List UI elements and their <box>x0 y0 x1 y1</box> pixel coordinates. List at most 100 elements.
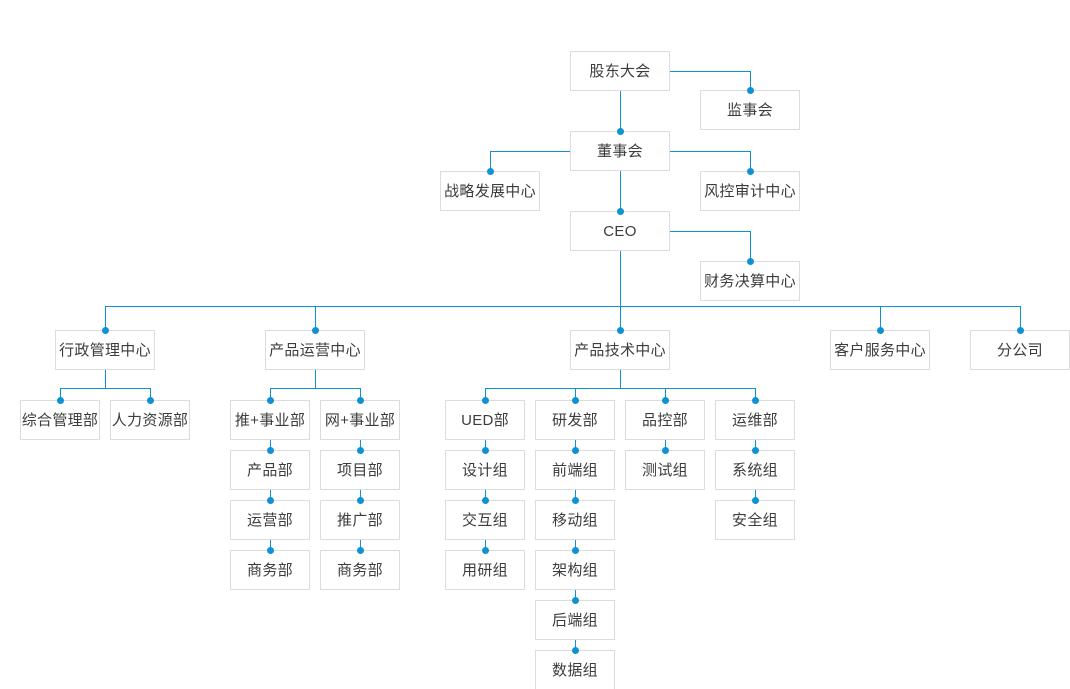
connector-design-group-to-interaction-group <box>485 490 486 500</box>
connector-admin-to-hr <box>150 388 151 400</box>
node-promotion-dept[interactable]: 推广部 <box>320 500 400 540</box>
node-product-operations-center-label: 产品运营中心 <box>269 341 361 359</box>
connector-admin-to-general-admin <box>60 388 61 400</box>
connector-dot-general-admin-dept <box>56 396 64 404</box>
connector-dot-architecture-group <box>571 546 579 554</box>
node-ued-dept-label: UED部 <box>461 411 509 429</box>
node-strategy-development-center-label: 战略发展中心 <box>444 182 536 200</box>
node-data-group[interactable]: 数据组 <box>535 650 615 689</box>
connector-bus-to-customer-service-center <box>880 306 881 330</box>
connector-bus-to-branch-company <box>1020 306 1021 330</box>
connector-product-ops-bus <box>270 388 360 389</box>
connector-board-to-ceo <box>620 171 621 211</box>
connector-tech-to-rd <box>575 388 576 400</box>
node-operations-dept[interactable]: 运营部 <box>230 500 310 540</box>
node-architecture-group[interactable]: 架构组 <box>535 550 615 590</box>
node-business-dept-left[interactable]: 商务部 <box>230 550 310 590</box>
connector-dot-customer-service-center <box>876 326 884 334</box>
node-ops-maintenance-dept[interactable]: 运维部 <box>715 400 795 440</box>
node-product-dept[interactable]: 产品部 <box>230 450 310 490</box>
node-architecture-group-label: 架构组 <box>552 561 598 579</box>
node-product-operations-center[interactable]: 产品运营中心 <box>265 330 365 370</box>
connector-tui-to-product-dept <box>270 440 271 450</box>
connector-product-ops-stem <box>315 370 316 388</box>
connector-dot-system-group <box>751 446 759 454</box>
node-project-dept-label: 项目部 <box>337 461 383 479</box>
connector-dot-hr-dept <box>146 396 154 404</box>
node-wang-business-unit-label: 网+事业部 <box>324 411 396 429</box>
node-ceo[interactable]: CEO <box>570 211 670 251</box>
node-general-admin-dept-label: 综合管理部 <box>21 411 99 429</box>
node-frontend-group[interactable]: 前端组 <box>535 450 615 490</box>
connector-dot-project-dept <box>356 446 364 454</box>
node-security-group-label: 安全组 <box>732 511 778 529</box>
connector-dot-ued-dept <box>481 396 489 404</box>
node-strategy-development-center[interactable]: 战略发展中心 <box>440 171 540 211</box>
connector-backend-group-to-data-group <box>575 640 576 650</box>
node-wang-business-unit[interactable]: 网+事业部 <box>320 400 400 440</box>
node-rd-dept[interactable]: 研发部 <box>535 400 615 440</box>
connector-bus-to-product-tech-center <box>620 306 621 330</box>
node-tui-business-unit[interactable]: 推+事业部 <box>230 400 310 440</box>
connector-dot-risk-audit-center <box>746 167 754 175</box>
node-backend-group[interactable]: 后端组 <box>535 600 615 640</box>
node-design-group-label: 设计组 <box>462 461 508 479</box>
connector-division-bus <box>105 306 1020 307</box>
node-project-dept[interactable]: 项目部 <box>320 450 400 490</box>
connector-dot-finance-center <box>746 257 754 265</box>
connector-tech-to-qc <box>665 388 666 400</box>
node-admin-management-center[interactable]: 行政管理中心 <box>55 330 155 370</box>
node-user-research-group-label: 用研组 <box>462 561 508 579</box>
node-system-group[interactable]: 系统组 <box>715 450 795 490</box>
node-product-dept-label: 产品部 <box>247 461 293 479</box>
connector-dot-branch-company <box>1016 326 1024 334</box>
connector-dot-supervisors <box>746 86 754 94</box>
connector-dot-mobile-group <box>571 496 579 504</box>
node-user-research-group[interactable]: 用研组 <box>445 550 525 590</box>
node-board-of-supervisors-label: 监事会 <box>727 101 773 119</box>
node-customer-service-center[interactable]: 客户服务中心 <box>830 330 930 370</box>
node-finance-settlement-center[interactable]: 财务决算中心 <box>700 261 800 301</box>
node-board-of-directors[interactable]: 董事会 <box>570 131 670 171</box>
connector-tech-to-ops-maint <box>755 388 756 400</box>
node-general-admin-dept[interactable]: 综合管理部 <box>20 400 100 440</box>
node-shareholders-meeting-label: 股东大会 <box>589 62 651 80</box>
node-branch-company[interactable]: 分公司 <box>970 330 1070 370</box>
connector-dot-backend-group <box>571 596 579 604</box>
connector-admin-center-stem <box>105 370 106 388</box>
node-security-group[interactable]: 安全组 <box>715 500 795 540</box>
node-shareholders-meeting[interactable]: 股东大会 <box>570 51 670 91</box>
node-promotion-dept-label: 推广部 <box>337 511 383 529</box>
node-risk-audit-center[interactable]: 风控审计中心 <box>700 171 800 211</box>
connector-product-tech-bus <box>485 388 755 389</box>
node-design-group[interactable]: 设计组 <box>445 450 525 490</box>
connector-dot-ceo <box>616 207 624 215</box>
connector-frontend-group-to-mobile-group <box>575 490 576 500</box>
node-interaction-group[interactable]: 交互组 <box>445 500 525 540</box>
node-product-technology-center[interactable]: 产品技术中心 <box>570 330 670 370</box>
node-business-dept-right[interactable]: 商务部 <box>320 550 400 590</box>
connector-mobile-group-to-architecture-group <box>575 540 576 550</box>
node-customer-service-center-label: 客户服务中心 <box>834 341 926 359</box>
node-product-technology-center-label: 产品技术中心 <box>574 341 666 359</box>
connector-promotion-dept-to-business-dept-right <box>360 540 361 550</box>
connector-dot-product-dept <box>266 446 274 454</box>
node-frontend-group-label: 前端组 <box>552 461 598 479</box>
connector-dot-security-group <box>751 496 759 504</box>
connector-shareholders-to-board <box>620 91 621 131</box>
connector-dot-user-research-group <box>481 546 489 554</box>
connector-dot-wang-business-unit <box>356 396 364 404</box>
connector-dot-business-dept-left <box>266 546 274 554</box>
node-board-of-supervisors[interactable]: 监事会 <box>700 90 800 130</box>
node-qc-dept[interactable]: 品控部 <box>625 400 705 440</box>
connector-dot-operations-dept <box>266 496 274 504</box>
connector-ceo-to-finance-vertical <box>750 231 751 261</box>
node-hr-dept[interactable]: 人力资源部 <box>110 400 190 440</box>
node-mobile-group[interactable]: 移动组 <box>535 500 615 540</box>
connector-dot-admin-center <box>101 326 109 334</box>
connector-dot-data-group <box>571 646 579 654</box>
connector-architecture-group-to-backend-group <box>575 590 576 600</box>
node-ued-dept[interactable]: UED部 <box>445 400 525 440</box>
connector-tech-to-ued <box>485 388 486 400</box>
node-test-group[interactable]: 测试组 <box>625 450 705 490</box>
